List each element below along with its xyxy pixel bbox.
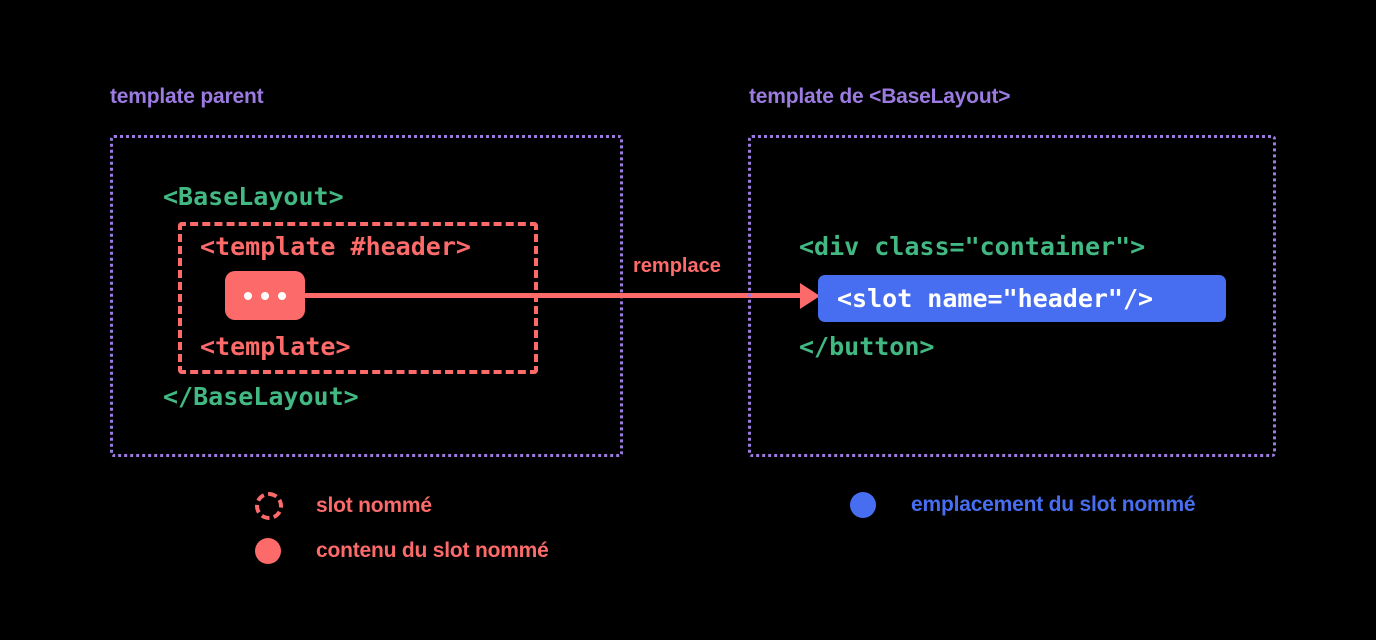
legend-label-slot-outlet: emplacement du slot nommé — [911, 493, 1196, 516]
legend-item-slot-outlet: emplacement du slot nommé — [850, 492, 1196, 518]
legend-filled-red-circle-icon — [255, 538, 281, 564]
code-div-container-open-tag: <div class="container"> — [799, 232, 1146, 261]
named-slot-content-chip — [225, 271, 305, 320]
legend-filled-blue-circle-icon — [850, 492, 876, 518]
right-panel-caption: template de <BaseLayout> — [749, 85, 1011, 108]
code-slot-outlet-tag: <slot name="header"/> — [837, 284, 1154, 313]
legend-dashed-circle-icon — [255, 492, 283, 520]
replace-arrow-label: remplace — [631, 255, 723, 278]
legend-label-named-slot: slot nommé — [316, 494, 432, 517]
named-slot-box — [178, 222, 538, 374]
chip-dot-2 — [261, 291, 269, 300]
replace-arrow-line — [303, 293, 811, 298]
slot-outlet-box: <slot name="header"/> — [818, 275, 1226, 322]
legend-label-slot-content: contenu du slot nommé — [316, 539, 549, 562]
code-baselayout-close-tag: </BaseLayout> — [163, 382, 359, 411]
chip-dot-1 — [244, 291, 252, 300]
code-button-close-tag: </button> — [799, 332, 935, 361]
code-baselayout-open-tag: <BaseLayout> — [163, 182, 344, 211]
left-panel-caption: template parent — [110, 85, 264, 108]
replace-arrow-head-icon — [800, 283, 820, 309]
code-template-header-open-tag: <template #header> — [200, 232, 471, 261]
legend-item-named-slot: slot nommé — [255, 492, 432, 520]
baselayout-template-panel — [748, 135, 1276, 457]
chip-dot-3 — [278, 291, 286, 300]
legend-item-slot-content: contenu du slot nommé — [255, 538, 549, 564]
code-template-close-tag: <template> — [200, 332, 351, 361]
